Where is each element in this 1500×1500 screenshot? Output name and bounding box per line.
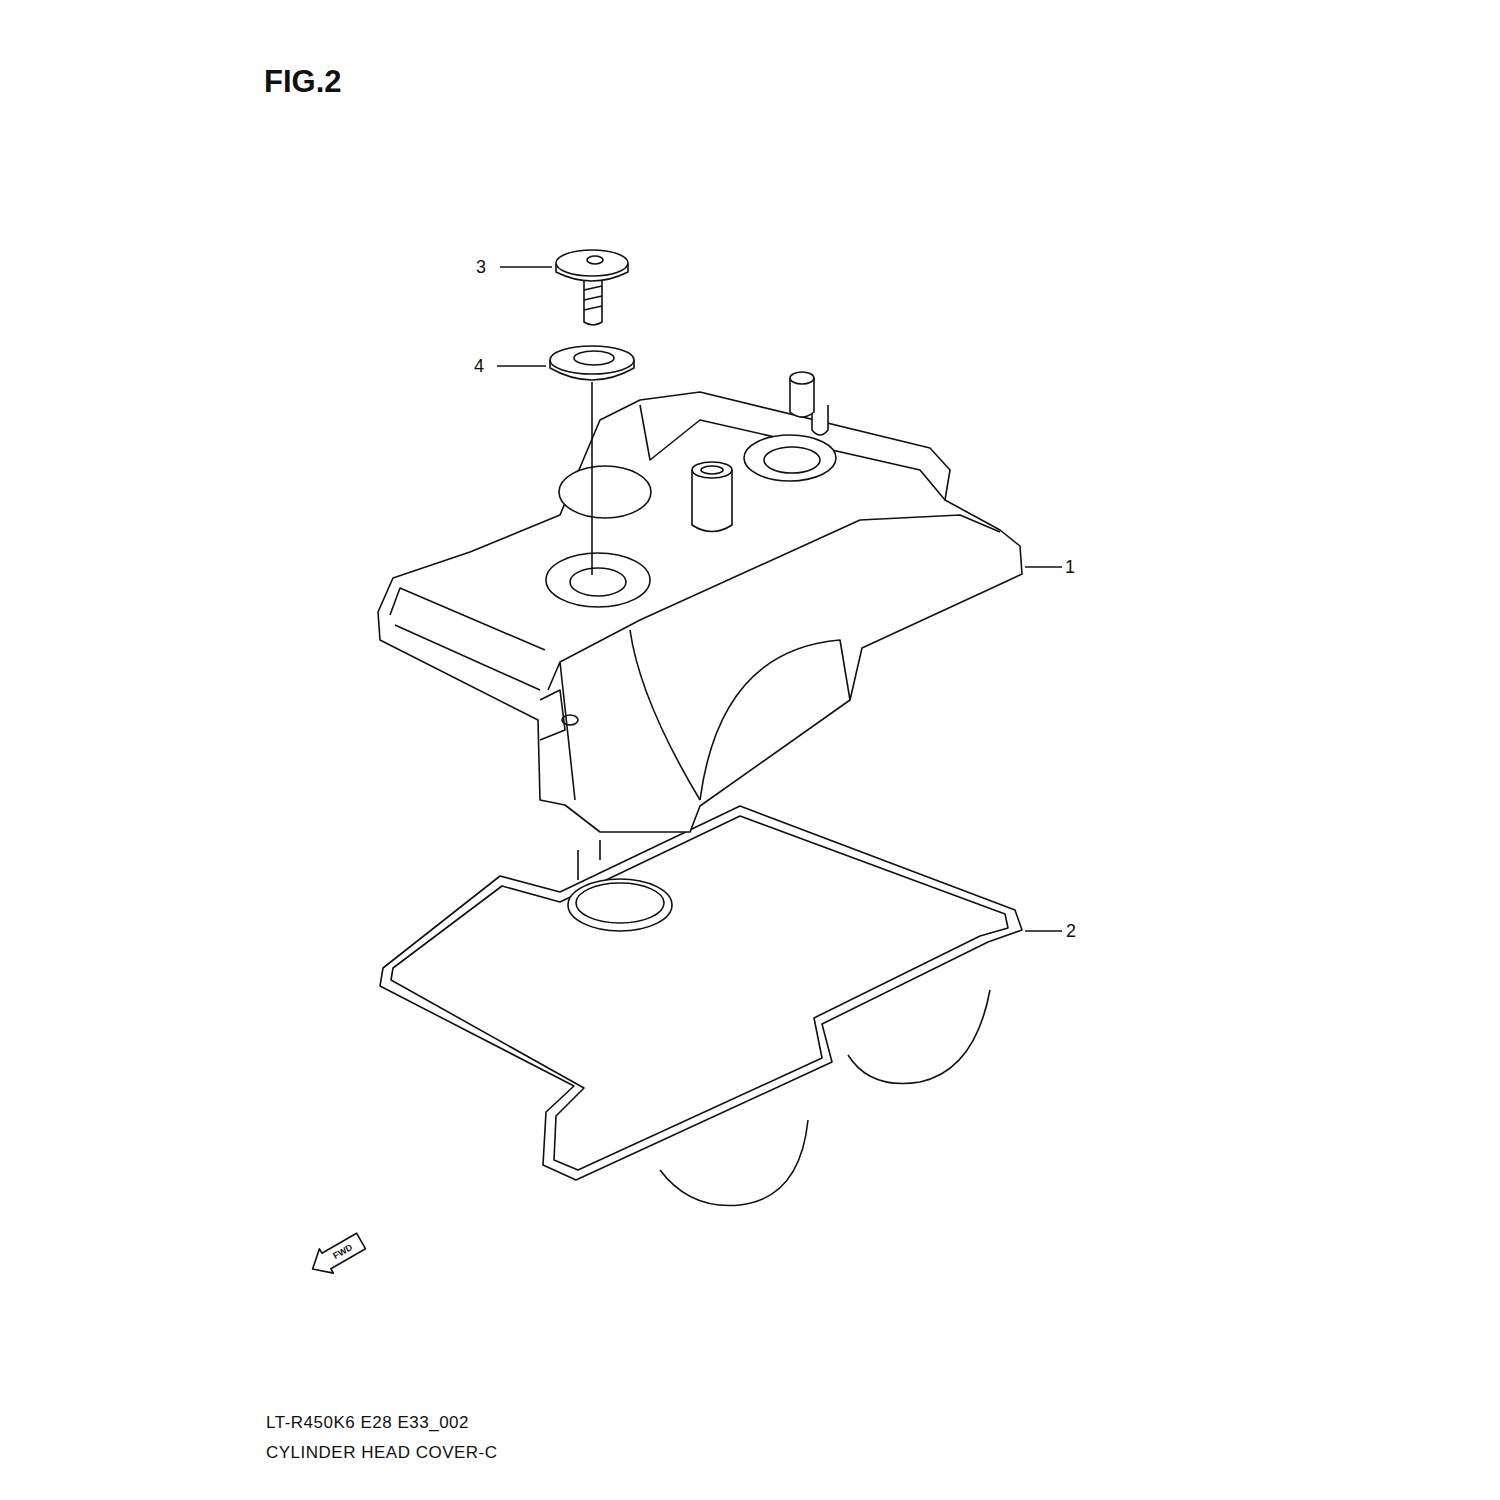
gasket-drawing: [380, 806, 1062, 1206]
drawing-caption: CYLINDER HEAD COVER-C: [266, 1444, 498, 1461]
callout-number: 2: [1066, 922, 1076, 940]
callout-number: 4: [474, 357, 484, 375]
figure-title: FIG.2: [264, 66, 342, 97]
callout-number: 1: [1065, 558, 1075, 576]
forward-arrow: [306, 1229, 368, 1281]
callout-number: 3: [476, 258, 486, 276]
cylinder-head-cover-drawing: [378, 372, 1062, 832]
drawing-code: LT-R450K6 E28 E33_002: [266, 1414, 469, 1431]
bolt-and-washer-drawing: [497, 250, 634, 575]
